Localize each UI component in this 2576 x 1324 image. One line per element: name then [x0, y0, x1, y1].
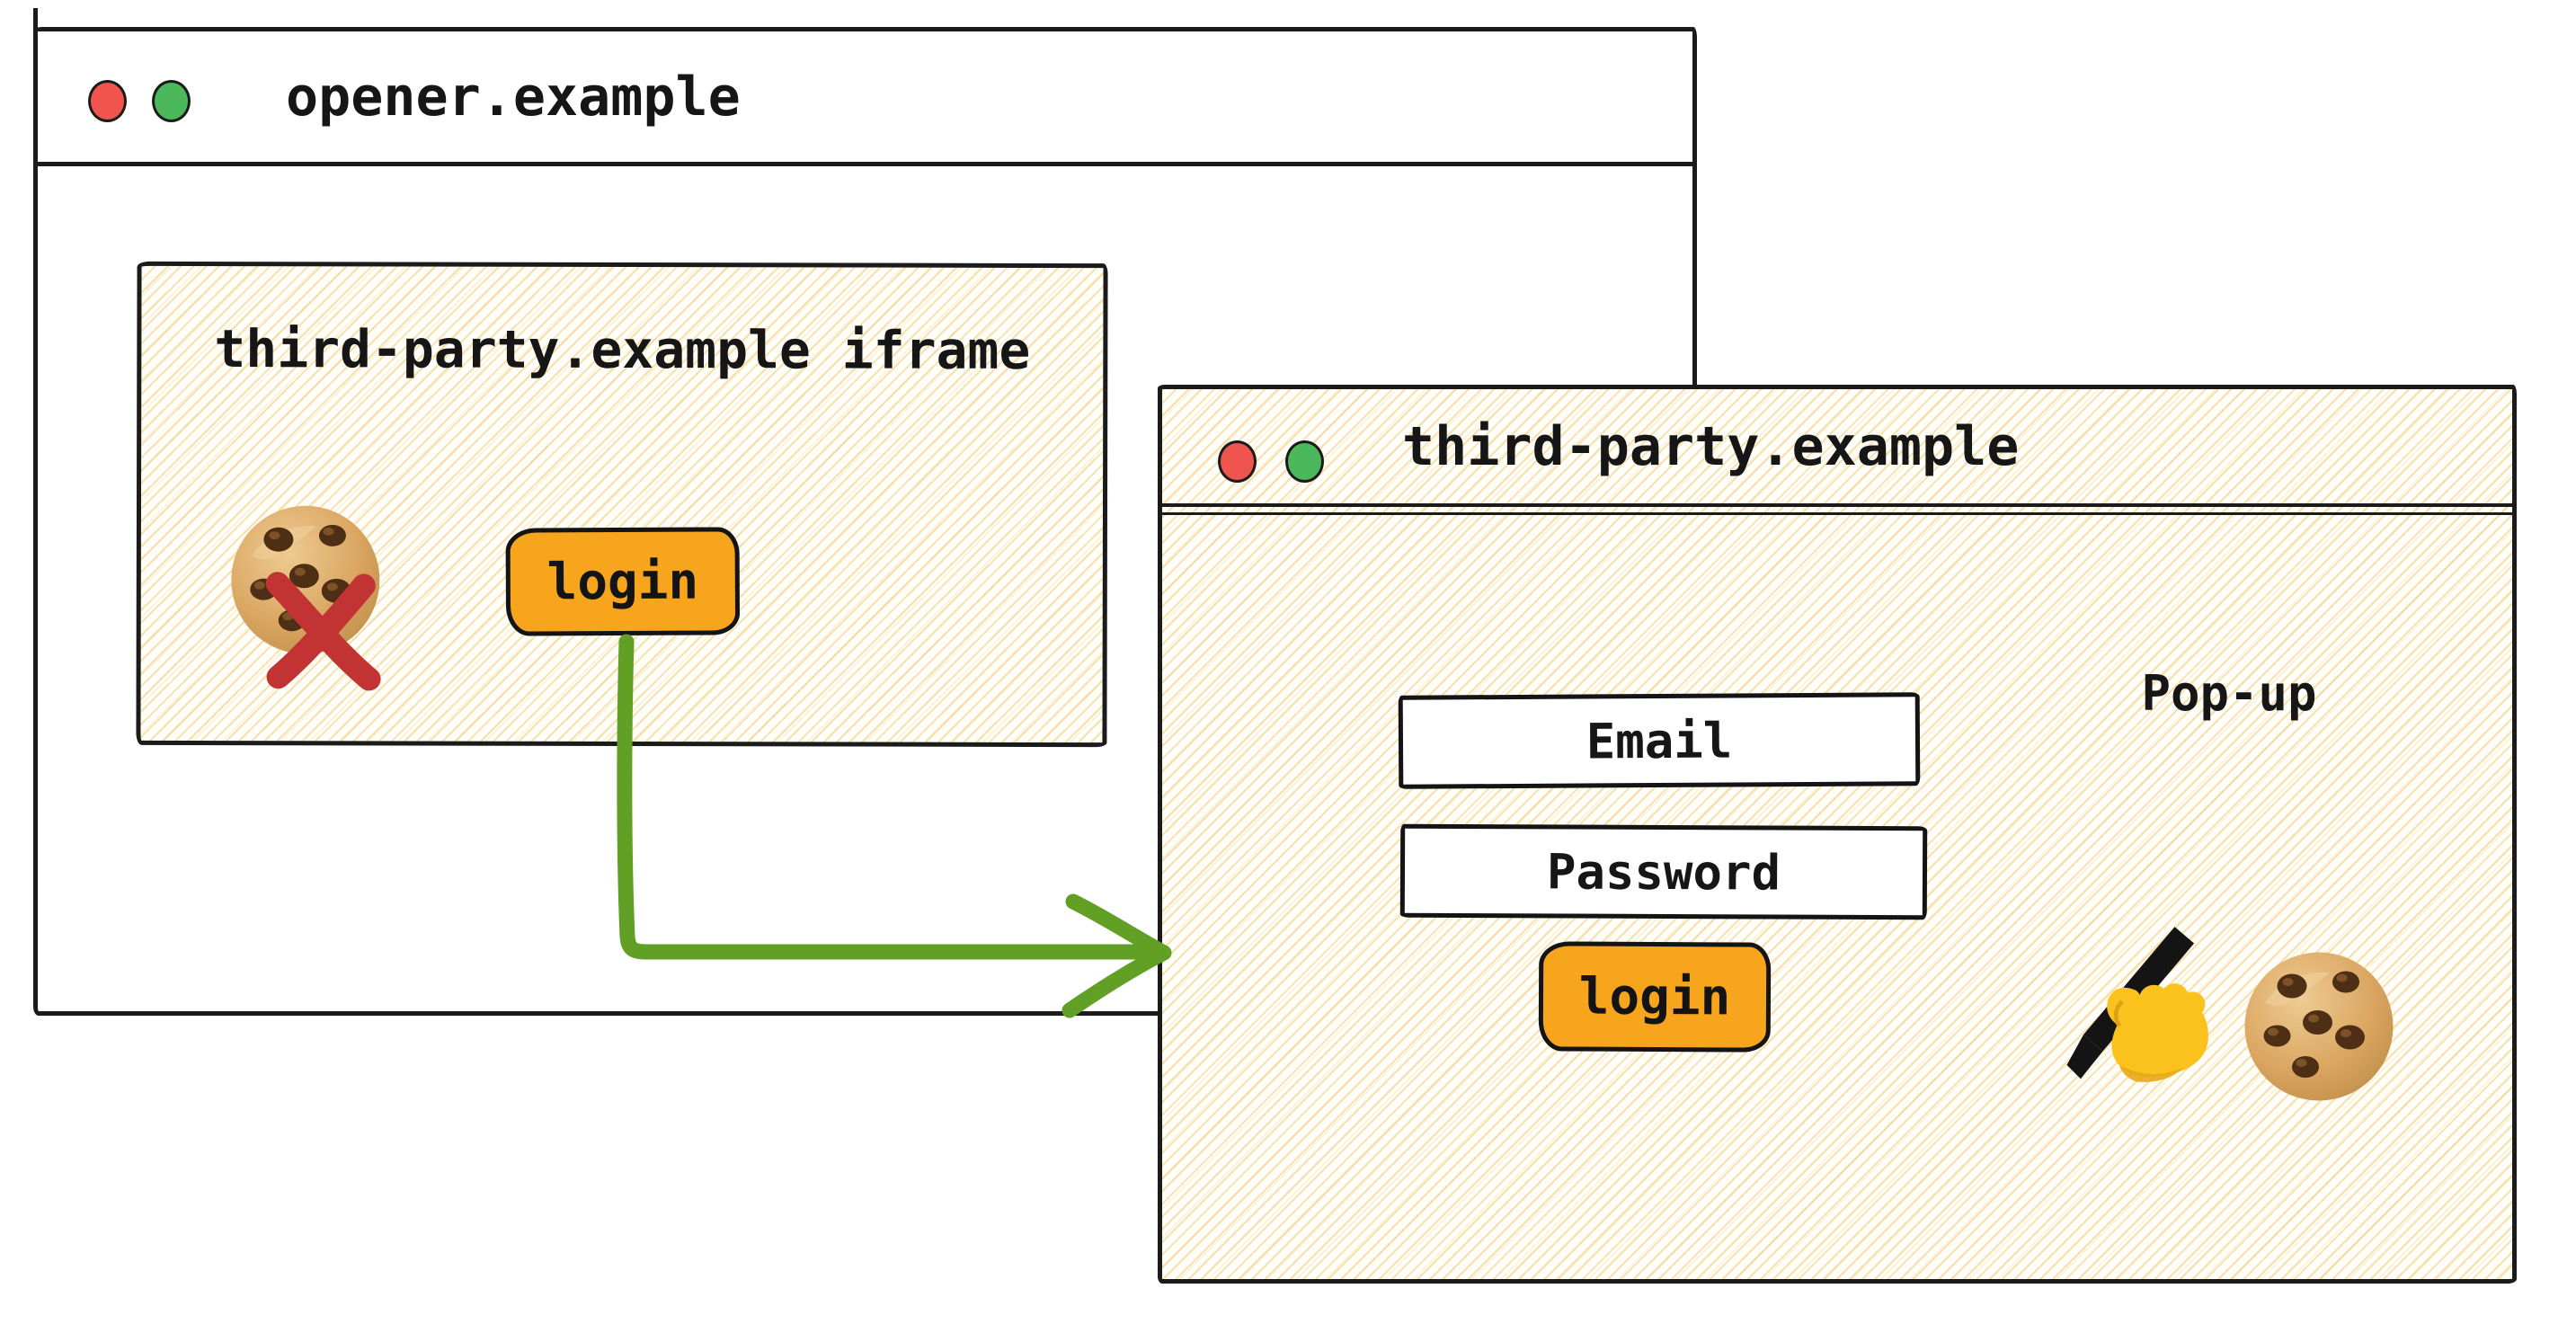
iframe-login-label: login: [546, 552, 699, 611]
opener-window-title: opener.example: [286, 65, 741, 129]
password-field[interactable]: Password: [1399, 823, 1928, 920]
maximize-window-button[interactable]: [1285, 440, 1324, 483]
email-field-label: Email: [1586, 712, 1733, 769]
iframe-login-button[interactable]: login: [505, 527, 741, 636]
blocked-cross-icon: [263, 565, 384, 693]
popup-window: third-party.example Pop-up Email Passwor…: [1158, 385, 2517, 1284]
popup-titlebar: third-party.example: [1158, 389, 2517, 515]
popup-login-button[interactable]: login: [1538, 941, 1772, 1053]
password-field-label: Password: [1546, 842, 1781, 902]
maximize-window-button[interactable]: [152, 80, 191, 122]
close-window-button[interactable]: [88, 80, 127, 122]
opener-titlebar: opener.example: [38, 31, 1692, 166]
iframe-title: third-party.example iframe: [214, 318, 1031, 381]
third-party-iframe: third-party.example iframe: [136, 261, 1108, 748]
close-window-button[interactable]: [1218, 440, 1257, 483]
popup-label: Pop-up: [2141, 665, 2317, 722]
writing-hand-icon: [2047, 924, 2227, 1104]
cookie-icon: [2238, 946, 2400, 1107]
email-field[interactable]: Email: [1398, 692, 1921, 789]
popup-login-label: login: [1578, 967, 1731, 1026]
popup-window-title: third-party.example: [1402, 414, 2020, 478]
